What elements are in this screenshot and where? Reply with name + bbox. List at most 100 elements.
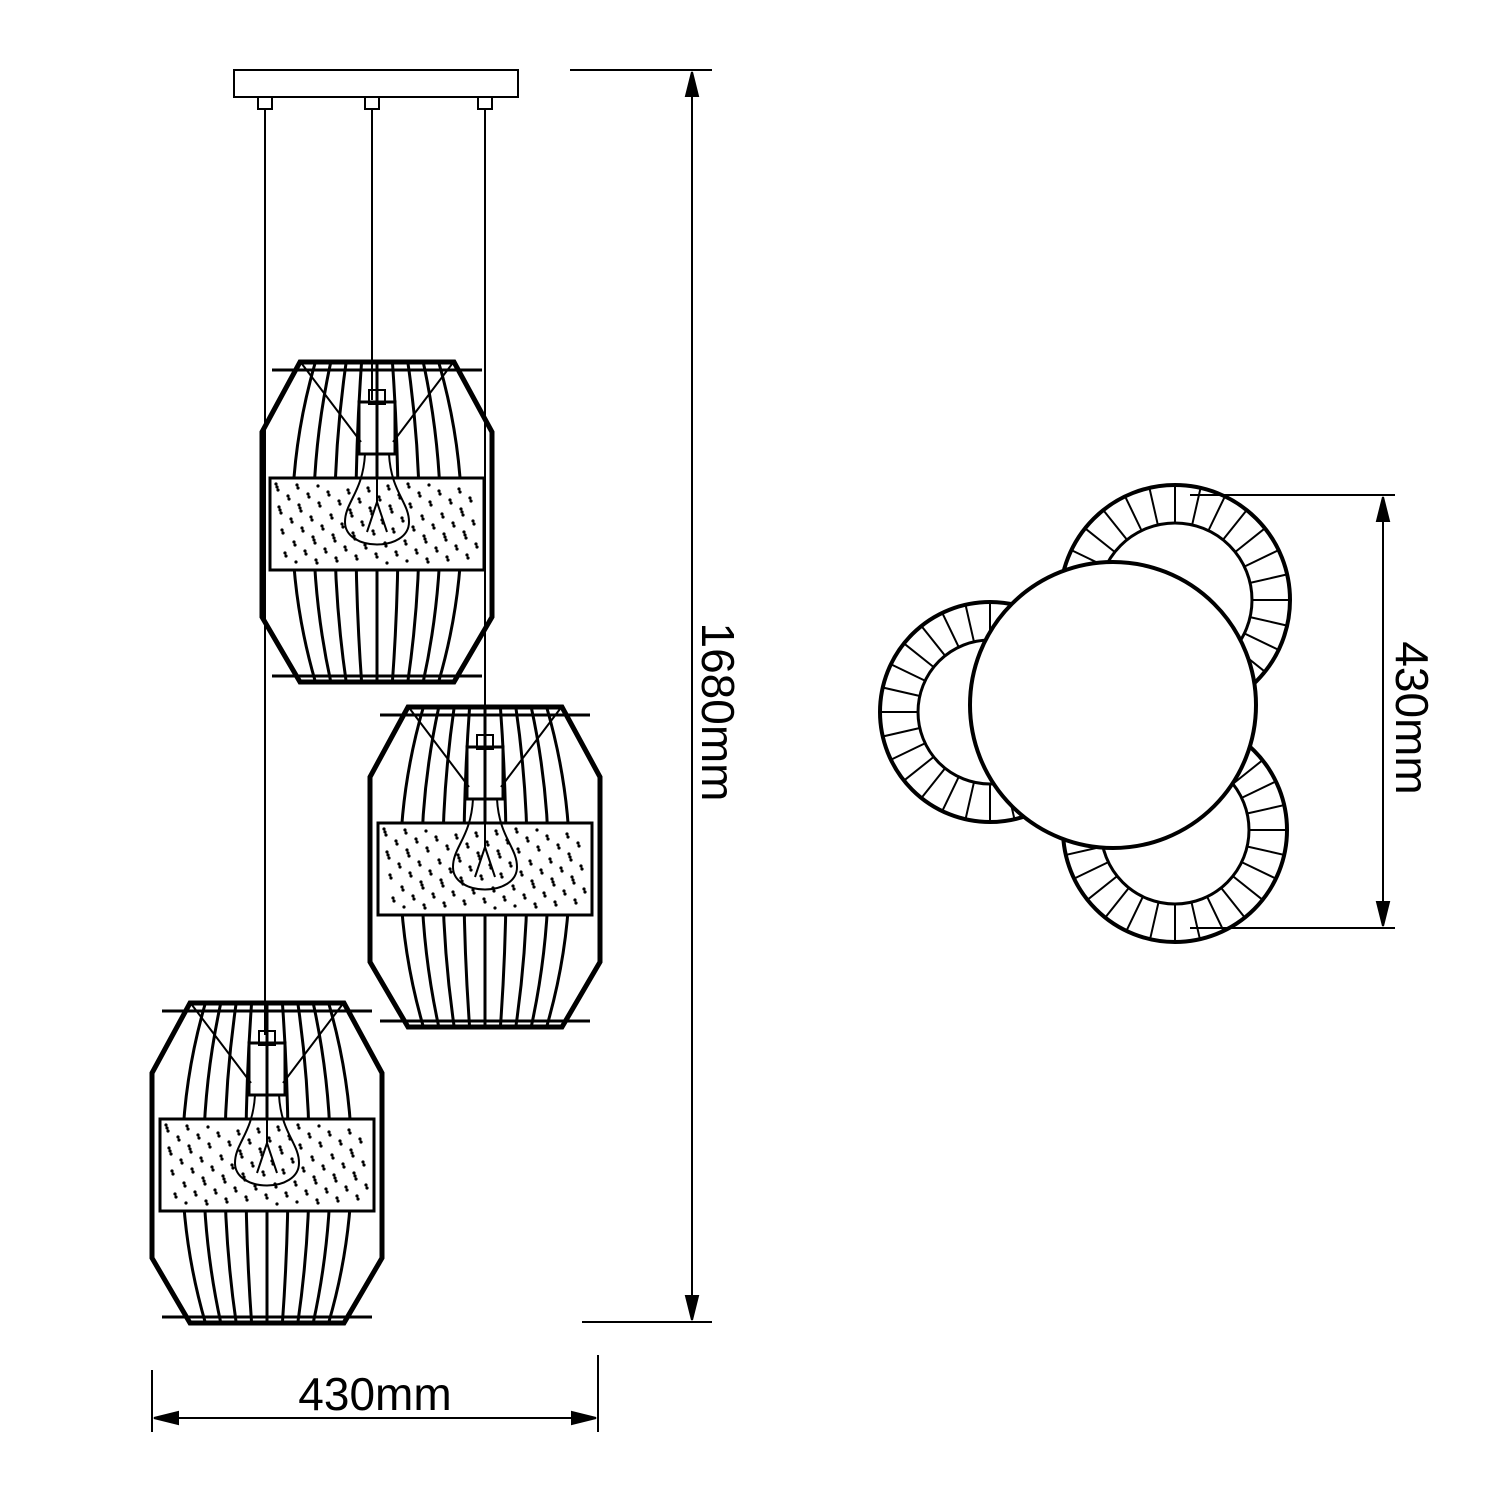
mesh-dot bbox=[412, 897, 416, 901]
mesh-dot bbox=[237, 1132, 241, 1136]
mesh-dot bbox=[216, 1131, 220, 1135]
mesh-dot bbox=[307, 495, 311, 499]
mesh-dot bbox=[500, 875, 504, 879]
mesh-dot bbox=[296, 486, 300, 490]
mesh-dot bbox=[177, 1138, 181, 1142]
mesh-dot bbox=[429, 503, 433, 507]
top-view bbox=[878, 483, 1292, 944]
mesh-dot bbox=[306, 492, 310, 496]
mesh-dot bbox=[427, 483, 431, 487]
mesh-dot bbox=[385, 850, 389, 854]
mesh-dot bbox=[204, 1199, 208, 1203]
socket-cap bbox=[258, 1030, 276, 1046]
mesh-dot bbox=[341, 1162, 345, 1166]
mesh-dot bbox=[280, 528, 284, 532]
mesh-dot bbox=[579, 864, 583, 868]
mesh-dot bbox=[503, 898, 507, 902]
mesh-dot bbox=[421, 886, 425, 890]
mesh-dot bbox=[485, 840, 489, 844]
mesh-dot bbox=[311, 535, 315, 539]
mesh-dot bbox=[293, 1180, 297, 1184]
mesh-dot bbox=[277, 1128, 281, 1132]
shade-rib bbox=[1222, 509, 1248, 541]
cord-grip-right bbox=[477, 96, 493, 110]
mesh-dot bbox=[415, 551, 419, 555]
mesh-dot bbox=[404, 831, 408, 835]
mesh-dot bbox=[434, 546, 438, 550]
mesh-dot bbox=[348, 508, 352, 512]
mesh-dot bbox=[256, 1127, 260, 1131]
middle-pendant bbox=[367, 704, 603, 1030]
cage-outline bbox=[367, 704, 603, 1030]
shade-rib bbox=[1102, 509, 1128, 541]
mesh-dot bbox=[496, 849, 500, 853]
height-dimension bbox=[570, 69, 712, 1323]
mesh-dot bbox=[497, 852, 501, 856]
mesh-dot bbox=[509, 864, 513, 868]
mesh-dot bbox=[335, 559, 339, 563]
mesh-dot bbox=[482, 897, 486, 901]
mesh-dot bbox=[345, 1188, 349, 1192]
mesh-dot bbox=[318, 1141, 322, 1145]
mesh-dot bbox=[452, 524, 456, 528]
mesh-dot bbox=[435, 549, 439, 553]
mesh-dot bbox=[394, 550, 398, 554]
mesh-dot bbox=[217, 1134, 221, 1138]
top-view-dimension bbox=[1190, 494, 1395, 929]
mesh-dot bbox=[554, 903, 558, 907]
mesh-dot bbox=[455, 547, 459, 551]
mesh-dot bbox=[281, 1168, 285, 1172]
shade-rib bbox=[1104, 887, 1130, 919]
mesh-dot bbox=[417, 491, 421, 495]
mesh-dot bbox=[333, 1176, 337, 1180]
mesh-dot bbox=[573, 898, 577, 902]
mesh-dot bbox=[458, 859, 462, 863]
mesh-dot bbox=[577, 844, 581, 848]
mesh-dot bbox=[434, 835, 438, 839]
mesh-dot bbox=[391, 527, 395, 531]
mesh-dot bbox=[551, 880, 555, 884]
mesh-dot bbox=[358, 1137, 362, 1141]
mesh-dot bbox=[298, 1143, 302, 1147]
mesh-dot bbox=[405, 559, 409, 563]
mesh-dot bbox=[414, 837, 418, 841]
lower-pendant bbox=[149, 1000, 385, 1326]
mesh-dot bbox=[180, 1161, 184, 1165]
mesh-dot bbox=[366, 486, 370, 490]
mesh-dot bbox=[402, 905, 406, 909]
mesh-dot bbox=[390, 510, 394, 514]
mesh-dot bbox=[174, 1195, 178, 1199]
mesh-dot bbox=[304, 1189, 308, 1193]
mesh-dot bbox=[438, 492, 442, 496]
mesh-dot bbox=[428, 869, 432, 873]
mesh-dot bbox=[281, 531, 285, 535]
mesh-dot bbox=[313, 1178, 317, 1182]
mesh-dot bbox=[170, 1169, 174, 1173]
mesh-dot bbox=[294, 560, 298, 564]
mesh-dot bbox=[329, 513, 333, 517]
mesh-dot bbox=[392, 899, 396, 903]
mesh-dot bbox=[349, 1148, 353, 1152]
mesh-dot bbox=[234, 1189, 238, 1193]
mesh-dot bbox=[248, 1141, 252, 1145]
mesh-dot bbox=[461, 513, 465, 517]
mesh-dot bbox=[293, 543, 297, 547]
mesh-dot bbox=[350, 514, 354, 518]
shade-rib bbox=[1241, 780, 1277, 799]
mesh-dot bbox=[455, 836, 459, 840]
mesh-dot bbox=[261, 1170, 265, 1174]
mesh-dot bbox=[419, 880, 423, 884]
mesh-dot bbox=[403, 828, 407, 832]
mesh-dot bbox=[208, 1145, 212, 1149]
mesh-dot bbox=[549, 860, 553, 864]
shade-rib bbox=[1086, 875, 1118, 901]
mesh-dot bbox=[227, 1140, 231, 1144]
mesh-dot bbox=[357, 497, 361, 501]
mesh-dot bbox=[580, 867, 584, 871]
height-label: 1680mm bbox=[692, 623, 744, 802]
mesh-dot bbox=[341, 525, 345, 529]
mesh-dot bbox=[513, 904, 517, 908]
lamp-socket bbox=[465, 745, 505, 801]
mesh-dot bbox=[446, 847, 450, 851]
mesh-dot bbox=[323, 547, 327, 551]
